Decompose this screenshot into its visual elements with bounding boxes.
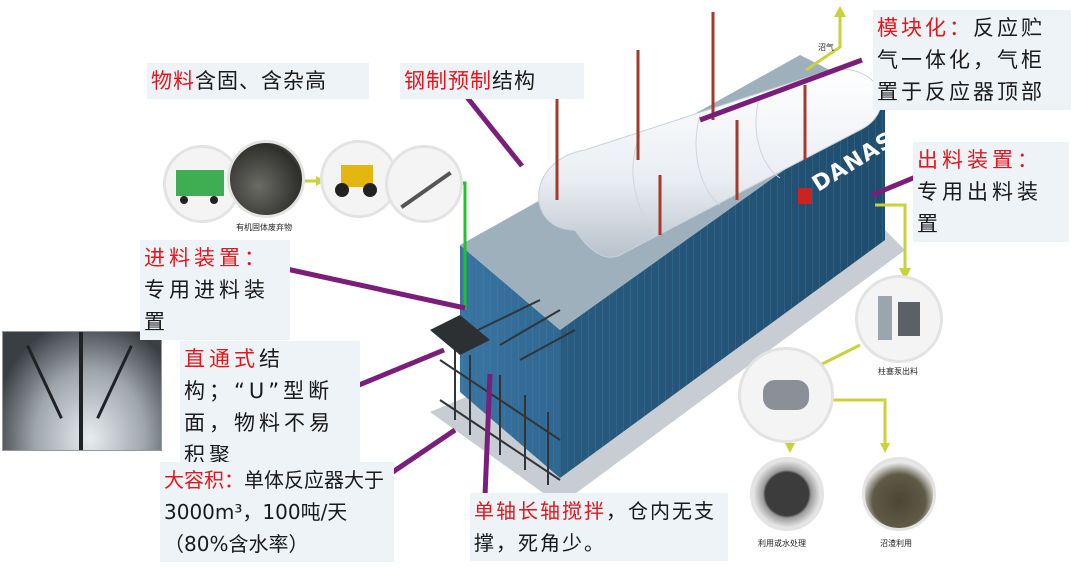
lightning-rods	[555, 12, 807, 235]
callout-steel: 钢制预制结构	[400, 63, 584, 99]
callout-modular: 模块化：反应贮气一体化，气柜置于反应器顶部	[873, 10, 1071, 110]
access-stairs	[439, 299, 576, 485]
gas-holder	[538, 68, 882, 258]
callout-feed: 进料装置： 专用进料装置	[140, 240, 290, 340]
callout-capacity: 大容积：单体反应器大于3000m³，100吨/天（80%含水率）	[160, 462, 394, 562]
callout-shaft: 单轴长轴搅拌，仓内无支撑，死角少。	[470, 493, 728, 561]
water-caption: 利用或水处理	[758, 539, 806, 548]
callout-material-text: 含固、含杂高	[195, 69, 327, 93]
callout-capacity-text: 单体反应器大于3000m³，100吨/天（80%含水率）	[164, 468, 384, 556]
pump-caption: 柱塞泵出料	[878, 367, 918, 376]
callout-steel-text: 结构	[492, 69, 536, 93]
waste-pile-photo	[227, 140, 305, 218]
callout-steel-highlight: 钢制预制	[404, 69, 492, 93]
callout-discharge-text: 专用出料装置	[917, 180, 1042, 236]
callout-straight-text: 结构；“U”型断面，物料不易积聚	[184, 347, 334, 467]
callout-feed-text: 专用进料装置	[144, 278, 269, 334]
water-tank-photo	[750, 457, 824, 531]
separator-photo	[738, 347, 834, 443]
reactor-interior-photo	[2, 331, 162, 451]
callout-discharge-highlight: 出料装置：	[917, 148, 1042, 172]
waste-caption: 有机固体废弃物	[236, 223, 292, 232]
callout-modular-text: 反应贮气一体化，气柜置于反应器顶部	[877, 16, 1045, 104]
conveyor-photo	[385, 145, 463, 223]
callout-shaft-text: ，仓内无支撑，死角少。	[474, 499, 716, 555]
residue-caption: 沼渣利用	[880, 539, 912, 548]
biogas-flow-line	[805, 15, 842, 72]
residue-photo	[862, 457, 936, 531]
callout-capacity-highlight: 大容积：	[164, 468, 244, 492]
callout-straight-highlight: 直通式	[184, 347, 259, 371]
callout-straight: 直通式结构；“U”型断面，物料不易积聚	[180, 341, 360, 473]
callout-feed-highlight: 进料装置：	[144, 246, 269, 270]
callout-material-highlight: 物料	[151, 69, 195, 93]
callout-material: 物料含固、含杂高	[147, 63, 369, 99]
callout-shaft-highlight: 单轴长轴搅拌	[474, 499, 606, 523]
feed-hopper	[430, 315, 490, 355]
plunger-pump-photo	[855, 275, 943, 363]
callout-modular-highlight: 模块化：	[877, 16, 973, 40]
brand-mark	[798, 188, 812, 204]
discharge-flow-line	[875, 203, 907, 270]
biogas-caption: 沼气	[818, 43, 834, 52]
callout-discharge: 出料装置： 专用出料装置	[913, 142, 1069, 242]
